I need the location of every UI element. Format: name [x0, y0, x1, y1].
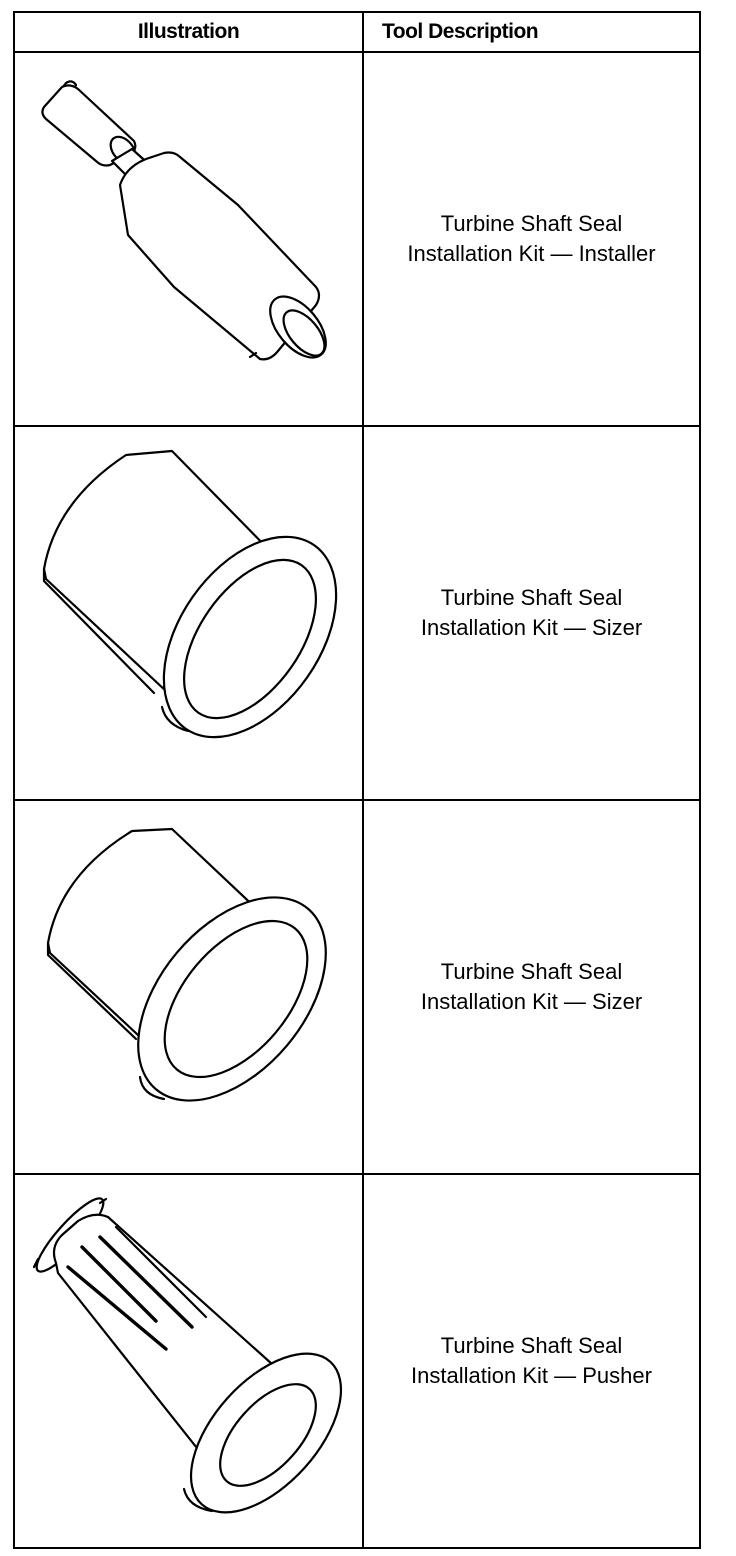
description-line: Turbine Shaft Seal — [440, 585, 623, 610]
description-line: Installation Kit — Pusher — [411, 1363, 652, 1388]
tool-table: Illustration Tool Description Turb — [13, 11, 701, 1549]
seal-installer-icon — [41, 80, 327, 361]
header-illustration: Illustration — [13, 11, 364, 53]
table-row: Turbine Shaft Seal Installation Kit — Si… — [13, 799, 701, 1175]
header-tool-description: Tool Description — [362, 11, 701, 53]
illustration-cell — [13, 1173, 364, 1549]
description-cell: Turbine Shaft Seal Installation Kit — Pu… — [362, 1173, 701, 1549]
description-line: Installation Kit — Installer — [407, 241, 656, 266]
description-line: Installation Kit — Sizer — [420, 989, 643, 1014]
table-row: Turbine Shaft Seal Installation Kit — Pu… — [13, 1173, 701, 1549]
seal-sizer-icon — [42, 449, 338, 739]
description-cell: Turbine Shaft Seal Installation Kit — Si… — [362, 799, 701, 1175]
description-line: Turbine Shaft Seal — [440, 211, 623, 236]
description-cell: Turbine Shaft Seal Installation Kit — In… — [362, 51, 701, 427]
description-line: Installation Kit — Sizer — [420, 615, 643, 640]
illustration-cell — [13, 51, 364, 427]
illustration-cell — [13, 425, 364, 801]
seal-sizer-icon — [46, 827, 327, 1102]
table-row: Turbine Shaft Seal Installation Kit — Si… — [13, 425, 701, 801]
description-line: Turbine Shaft Seal — [440, 959, 623, 984]
description-cell: Turbine Shaft Seal Installation Kit — Si… — [362, 425, 701, 801]
description-line: Turbine Shaft Seal — [440, 1333, 623, 1358]
illustration-cell — [13, 799, 364, 1175]
table-row: Turbine Shaft Seal Installation Kit — In… — [13, 51, 701, 427]
header-row: Illustration Tool Description — [13, 11, 701, 53]
seal-pusher-icon — [32, 1197, 343, 1514]
